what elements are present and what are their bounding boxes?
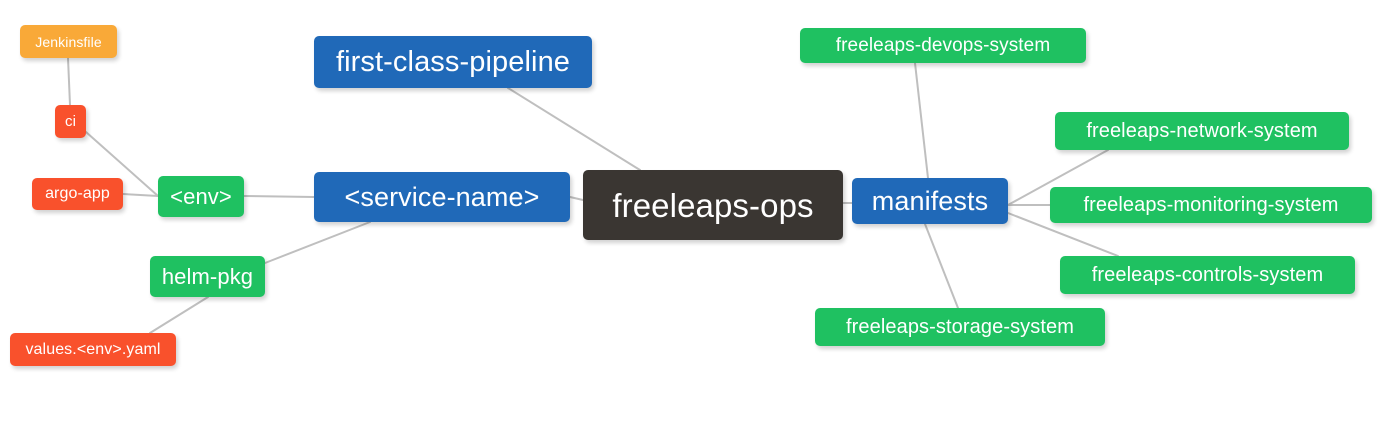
node-env[interactable]: <env> [158,176,244,217]
edge-manifests-to-freeleaps-devops-system [914,62,929,179]
node-label-manifests: manifests [871,185,989,216]
edge-jenkinsfile-to-ci [67,57,71,106]
node-label-freeleaps-monitoring-system: freeleaps-monitoring-system [1083,194,1339,216]
node-jenkinsfile[interactable]: Jenkinsfile [20,25,117,58]
node-label-argo-app: argo-app [45,185,110,202]
node-label-freeleaps-network-system: freeleaps-network-system [1086,120,1318,142]
node-label-freeleaps-devops-system: freeleaps-devops-system [835,35,1051,56]
node-label-freeleaps-controls-system: freeleaps-controls-system [1091,264,1324,286]
node-argo-app[interactable]: argo-app [32,178,123,210]
edge-env-to-service-name [243,195,315,198]
node-freeleaps-monitoring-system[interactable]: freeleaps-monitoring-system [1050,187,1372,223]
node-freeleaps-network-system[interactable]: freeleaps-network-system [1055,112,1349,150]
node-label-env: <env> [170,183,232,209]
node-freeleaps-devops-system[interactable]: freeleaps-devops-system [800,28,1086,63]
node-label-ci: ci [64,113,77,130]
node-values-yaml[interactable]: values.<env>.yaml [10,333,176,366]
node-label-first-class-pipeline: first-class-pipeline [335,45,571,78]
edge-values-yaml-to-helm-pkg [149,296,209,334]
node-label-values-yaml: values.<env>.yaml [25,340,161,358]
node-freeleaps-controls-system[interactable]: freeleaps-controls-system [1060,256,1355,294]
node-label-freeleaps-ops: freeleaps-ops [612,186,814,224]
edge-service-name-to-freeleaps-ops [569,196,584,201]
edge-manifests-to-freeleaps-storage-system [924,223,959,309]
edge-argo-app-to-env [122,193,159,197]
node-first-class-pipeline[interactable]: first-class-pipeline [314,36,592,88]
edge-first-class-pipeline-to-freeleaps-ops [507,87,641,171]
node-freeleaps-ops[interactable]: freeleaps-ops [583,170,843,240]
node-helm-pkg[interactable]: helm-pkg [150,256,265,297]
node-service-name[interactable]: <service-name> [314,172,570,222]
node-label-service-name: <service-name> [344,181,540,212]
node-manifests[interactable]: manifests [852,178,1008,224]
edge-helm-pkg-to-service-name [264,221,371,264]
node-freeleaps-storage-system[interactable]: freeleaps-storage-system [815,308,1105,346]
node-label-helm-pkg: helm-pkg [161,263,254,289]
node-label-freeleaps-storage-system: freeleaps-storage-system [845,316,1075,338]
node-ci[interactable]: ci [55,105,86,138]
node-label-jenkinsfile: Jenkinsfile [35,33,102,50]
